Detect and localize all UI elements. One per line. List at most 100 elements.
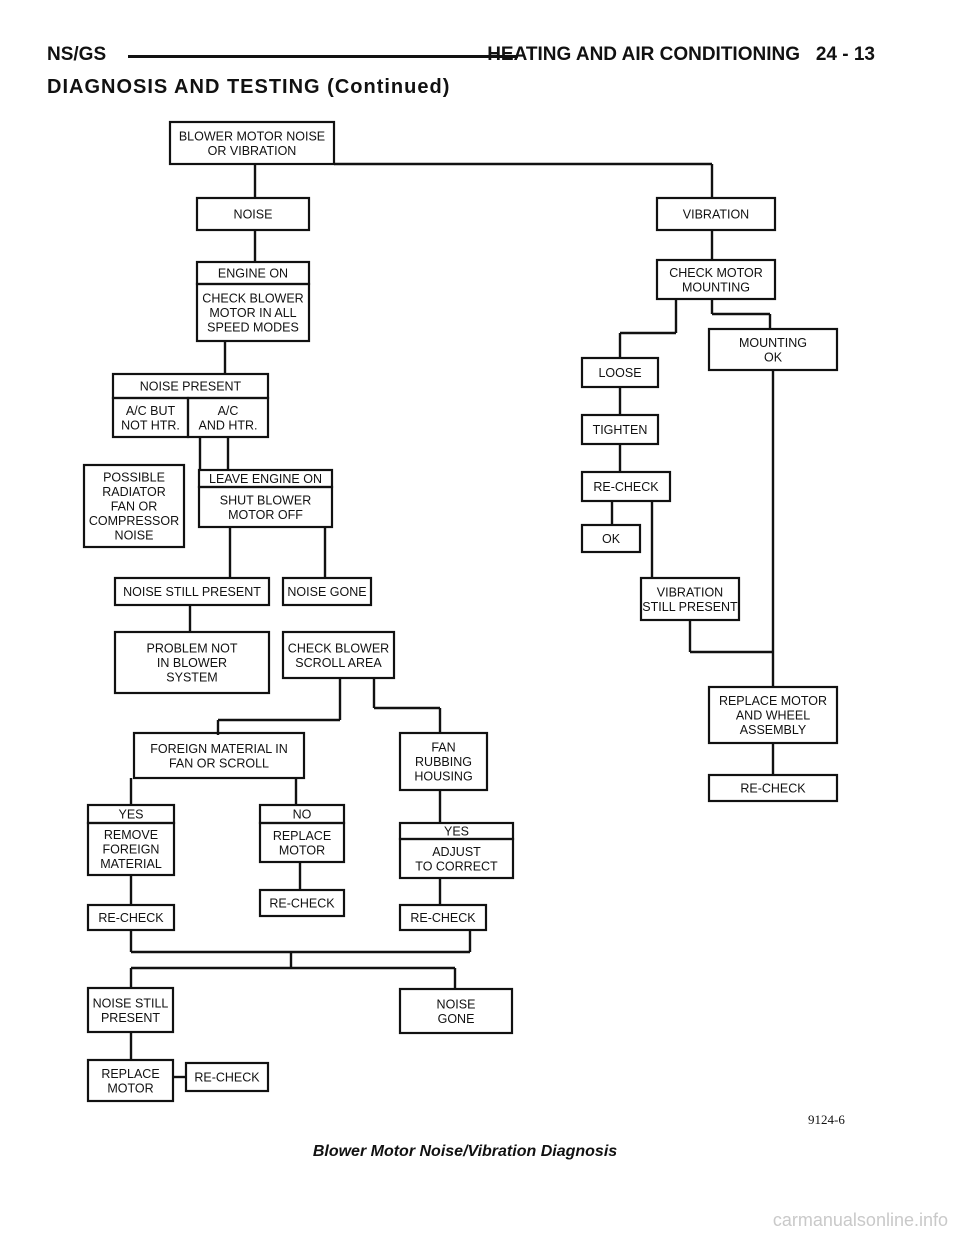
- node-label: RE-CHECK: [98, 911, 164, 925]
- node-label: A/C BUT: [126, 404, 176, 418]
- node-label: CHECK MOTOR: [669, 266, 763, 280]
- node-label: LOOSE: [598, 366, 641, 380]
- node-label: NOISE GONE: [287, 585, 366, 599]
- node-label: YES: [118, 808, 143, 822]
- node-noise-gone-1: NOISE GONE: [281, 576, 373, 607]
- node-label: FAN OR: [111, 500, 158, 514]
- node-box: [186, 396, 270, 439]
- node-ok: OK: [580, 523, 642, 554]
- node-box: [655, 196, 777, 232]
- node-box: [281, 630, 396, 680]
- node-label: PRESENT: [101, 1011, 160, 1025]
- node-tighten: TIGHTEN: [580, 413, 660, 446]
- node-label: REPLACE: [101, 1067, 159, 1081]
- node-label: SYSTEM: [166, 671, 217, 685]
- node-box: [195, 282, 311, 343]
- node-label: MATERIAL: [100, 857, 162, 871]
- footer-watermark-link[interactable]: carmanualsonline.info: [772, 1210, 948, 1230]
- node-box: [82, 463, 186, 549]
- node-label: NOISE: [234, 208, 273, 222]
- node-label: MOUNTING: [682, 280, 750, 294]
- node-label: SPEED MODES: [207, 321, 299, 335]
- node-engine-on: ENGINE ON: [195, 260, 311, 286]
- node-label: ENGINE ON: [218, 267, 288, 281]
- node-label: VIBRATION: [683, 208, 749, 222]
- node-label: STILL PRESENT: [642, 600, 738, 614]
- node-label: FOREIGN: [103, 843, 160, 857]
- node-label: REMOVE: [104, 828, 158, 842]
- node-label: LEAVE ENGINE ON: [209, 472, 322, 486]
- node-box: [86, 1058, 175, 1103]
- node-label: FAN OR SCROLL: [169, 756, 269, 770]
- node-label: SHUT BLOWER: [220, 493, 311, 507]
- node-label: SCROLL AREA: [295, 656, 382, 670]
- figure-id: 9124-6: [808, 1112, 845, 1127]
- node-box: [639, 576, 741, 622]
- node-label: POSSIBLE: [103, 471, 165, 485]
- node-label: REPLACE: [273, 829, 331, 843]
- node-noise-present: NOISE PRESENT: [111, 372, 270, 400]
- node-label: NO: [293, 808, 312, 822]
- node-label: RE-CHECK: [194, 1071, 260, 1085]
- node-noise: NOISE: [195, 196, 311, 232]
- node-label: IN BLOWER: [157, 656, 227, 670]
- node-label: NOISE PRESENT: [140, 380, 242, 394]
- node-label: FOREIGN MATERIAL IN: [150, 742, 288, 756]
- node-label: CHECK BLOWER: [288, 641, 389, 655]
- node-box: [398, 837, 515, 880]
- node-box: [184, 1061, 270, 1093]
- node-box: [580, 413, 660, 446]
- section-title: DIAGNOSIS AND TESTING (Continued): [47, 76, 451, 98]
- node-label: NOISE STILL PRESENT: [123, 585, 261, 599]
- node-box: [707, 685, 839, 745]
- header-rule: [128, 55, 518, 58]
- node-label: FAN: [431, 741, 455, 755]
- node-box: [113, 630, 271, 695]
- node-box: [86, 986, 175, 1034]
- node-label: RE-CHECK: [593, 480, 659, 494]
- node-recheck-right: RE-CHECK: [580, 470, 672, 503]
- node-box: [258, 821, 346, 864]
- node-label: REPLACE MOTOR: [719, 694, 827, 708]
- node-label: MOTOR OFF: [228, 508, 303, 522]
- node-box: [707, 327, 839, 372]
- node-box: [655, 258, 777, 301]
- node-recheck-2: RE-CHECK: [258, 888, 346, 918]
- node-label: OR VIBRATION: [208, 144, 297, 158]
- node-label: MOTOR: [279, 843, 325, 857]
- node-no-1: NO: [258, 803, 346, 825]
- node-box: [398, 731, 489, 792]
- node-leave-engine-on: LEAVE ENGINE ON: [197, 468, 334, 489]
- node-label: VIBRATION: [657, 585, 723, 599]
- node-label: RE-CHECK: [740, 782, 806, 796]
- node-label: RE-CHECK: [410, 911, 476, 925]
- header-left-label: NS/GS: [47, 44, 107, 65]
- node-yes-1: YES: [86, 803, 176, 825]
- node-recheck-far-right: RE-CHECK: [707, 773, 839, 803]
- node-box: [197, 485, 334, 529]
- node-label: NOISE: [115, 529, 154, 543]
- node-loose: LOOSE: [580, 356, 660, 389]
- node-label: MOTOR IN ALL: [209, 306, 296, 320]
- figure-caption: Blower Motor Noise/Vibration Diagnosis: [312, 1143, 618, 1160]
- node-label: MOTOR: [107, 1081, 153, 1095]
- node-recheck-final: RE-CHECK: [184, 1061, 270, 1093]
- node-label: AND WHEEL: [736, 709, 810, 723]
- node-box: [580, 470, 672, 503]
- node-vibration: VIBRATION: [655, 196, 777, 232]
- node-box: [580, 356, 660, 389]
- node-label: AND HTR.: [198, 418, 257, 432]
